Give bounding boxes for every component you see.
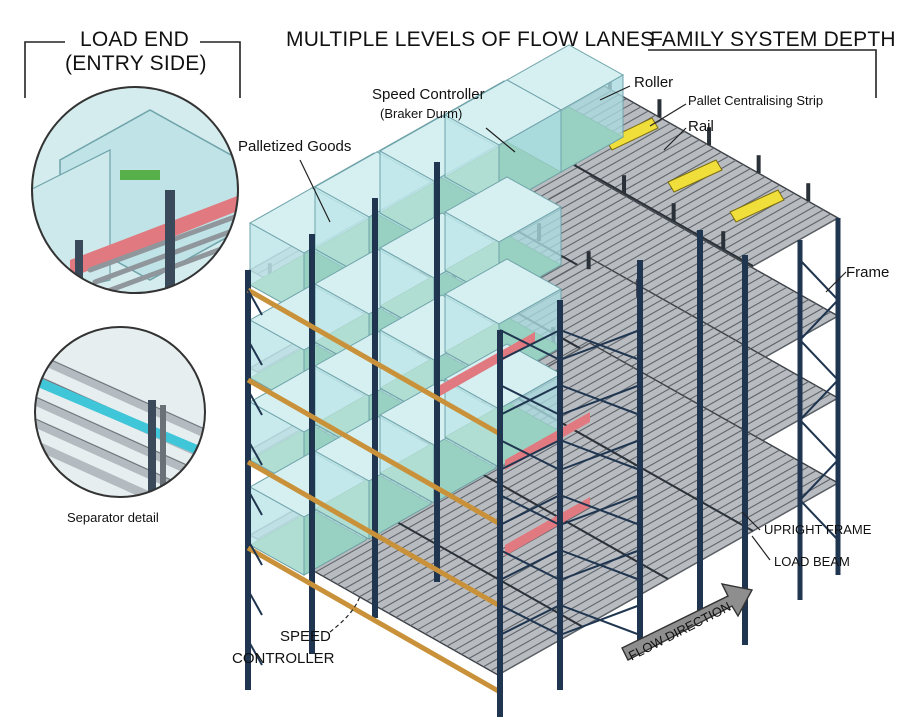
- upright-frames: [245, 162, 748, 720]
- rail-post: [707, 127, 712, 146]
- leader-lines: [299, 85, 847, 633]
- load-end-header-line1: LOAD END: [80, 28, 189, 51]
- separator-detail-label: Separator detail: [67, 510, 159, 525]
- speed-controller-top-sublabel: (Braker Durm): [380, 106, 463, 121]
- brace: [559, 549, 641, 581]
- brace: [247, 439, 263, 466]
- upright: [697, 230, 703, 620]
- load-end-bracket: [24, 41, 241, 98]
- brace: [499, 439, 561, 471]
- load-beam-label: LOAD BEAM: [774, 554, 850, 569]
- load-beam: [246, 287, 502, 437]
- rail-post: [657, 99, 662, 118]
- brace: [559, 439, 641, 471]
- rail-post: [586, 251, 591, 270]
- load-beam: [246, 545, 502, 695]
- pallet-centralising-strip-label: Pallet Centralising Strip: [688, 93, 824, 108]
- speed-controller-bottom-line1: SPEED: [280, 628, 331, 645]
- upright: [245, 270, 251, 690]
- separator-detail-circle: [34, 326, 206, 498]
- brace: [247, 539, 263, 566]
- roller-label: Roller: [634, 74, 674, 91]
- rail-post: [806, 183, 811, 202]
- red-strip: [505, 497, 590, 556]
- upright: [309, 234, 315, 654]
- upright: [637, 260, 643, 650]
- rail-post: [671, 203, 676, 222]
- speed-controller-top-label: Speed Controller: [372, 86, 485, 103]
- brace: [499, 494, 561, 526]
- red-strip: [440, 332, 535, 396]
- brace: [247, 489, 263, 516]
- brace: [559, 604, 641, 636]
- brace: [499, 549, 561, 581]
- rail-label: Rail: [688, 118, 714, 135]
- multiple-levels-header: MULTIPLE LEVELS OF FLOW LANES: [286, 28, 655, 51]
- red-strip: [505, 412, 590, 470]
- load-beam: [246, 459, 502, 609]
- load-end-detail-circle: [31, 86, 239, 294]
- rail-post: [721, 231, 726, 250]
- load-beam: [246, 377, 502, 527]
- brace: [559, 384, 641, 416]
- brace: [247, 339, 263, 366]
- side-frame: [797, 218, 841, 600]
- brace: [247, 289, 263, 316]
- flow-direction-arrow: [621, 583, 754, 661]
- upright-frame-label: UPRIGHT FRAME: [764, 522, 872, 537]
- upright: [372, 198, 378, 618]
- palletized-loads: [248, 44, 625, 576]
- brace: [499, 604, 561, 636]
- brace: [247, 639, 263, 666]
- rail-post: [756, 155, 761, 174]
- frame-label: Frame: [846, 264, 890, 281]
- brace: [559, 494, 641, 526]
- palletized-goods-label: Palletized Goods: [238, 138, 352, 155]
- brace: [247, 589, 263, 616]
- family-depth-header: FAMILY SYSTEM DEPTH: [650, 28, 896, 51]
- upright: [434, 162, 440, 582]
- load-end-header-line2: (ENTRY SIDE): [65, 52, 207, 75]
- brace: [559, 329, 641, 361]
- flow-rack: [245, 44, 841, 720]
- upright: [742, 255, 748, 645]
- speed-controller-bottom-line2: CONTROLLER: [232, 650, 335, 667]
- brace: [247, 389, 263, 416]
- brace: [499, 384, 561, 416]
- brace: [499, 329, 561, 361]
- family-depth-bracket: [648, 49, 877, 98]
- rail-post: [622, 175, 627, 194]
